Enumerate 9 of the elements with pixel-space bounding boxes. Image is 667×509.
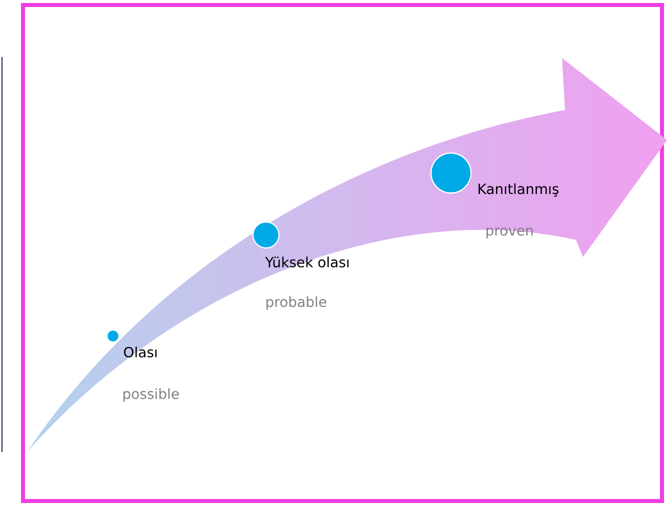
dot (106, 329, 120, 343)
stage-translation: possible (123, 388, 179, 402)
stage-label: Kanıtlanmış (478, 183, 558, 197)
stage-label: Yüksek olası (265, 256, 348, 268)
stage-translation: probable (266, 296, 326, 310)
dot (430, 152, 472, 194)
dot (252, 221, 280, 249)
stage-label: Olası (124, 346, 157, 358)
stage-translation: proven (486, 228, 533, 238)
